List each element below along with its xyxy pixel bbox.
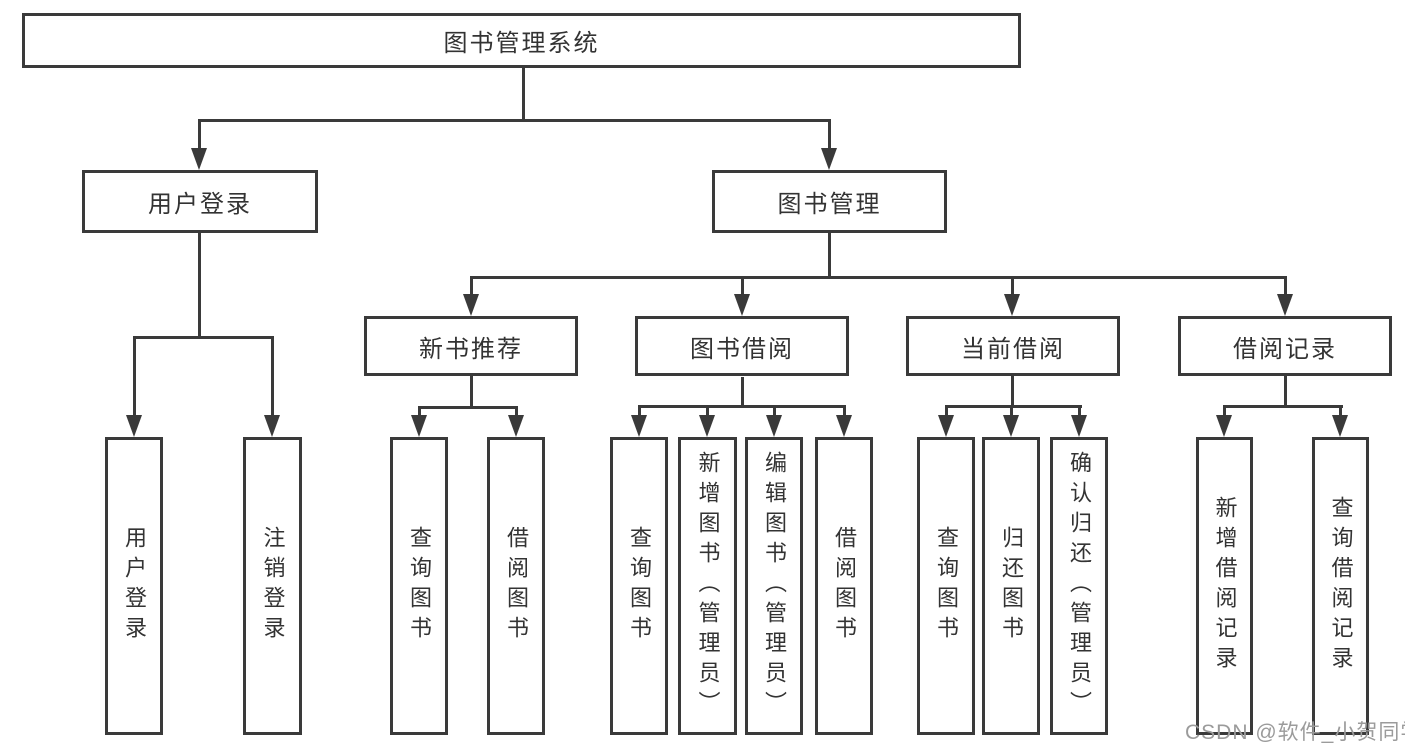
arrowhead <box>508 415 524 437</box>
connector <box>470 276 473 296</box>
arrowhead <box>191 148 207 170</box>
connector <box>945 405 1082 408</box>
connector <box>1284 276 1287 296</box>
leaf-current-return-books-label: 归还图书 <box>999 526 1024 646</box>
connector <box>1010 405 1013 417</box>
connector <box>470 376 473 408</box>
node-library-system: 图书管理系统 <box>22 13 1021 68</box>
node-new-book-recommend-label: 新书推荐 <box>419 335 523 363</box>
connector <box>741 276 744 296</box>
connector <box>828 233 831 278</box>
arrowhead <box>631 415 647 437</box>
node-book-borrowing-label: 图书借阅 <box>690 335 794 363</box>
node-current-borrowing: 当前借阅 <box>906 316 1120 376</box>
leaf-records-query-record-label: 查询借阅记录 <box>1328 496 1354 676</box>
connector <box>843 405 846 417</box>
connector <box>515 406 518 417</box>
leaf-borrow-query-books: 查询图书 <box>610 437 668 735</box>
arrowhead <box>1216 415 1232 437</box>
node-user-login-label: 用户登录 <box>148 191 252 218</box>
leaf-borrow-query-books-label: 查询图书 <box>627 526 652 646</box>
watermark: CSDN @软件_小贺同学 <box>1185 721 1405 744</box>
arrowhead <box>1004 294 1020 316</box>
connector <box>945 405 948 417</box>
arrowhead <box>1003 415 1019 437</box>
leaf-records-query-record: 查询借阅记录 <box>1312 437 1369 735</box>
arrowhead <box>836 415 852 437</box>
connector <box>133 336 136 416</box>
arrowhead <box>411 415 427 437</box>
connector <box>1011 276 1014 296</box>
leaf-borrow-edit-books-admin: 编辑图书（管理员） <box>745 437 803 735</box>
arrowhead <box>264 415 280 437</box>
connector <box>1223 405 1226 417</box>
connector <box>1011 376 1014 407</box>
arrowhead <box>821 148 837 170</box>
connector <box>522 68 525 120</box>
leaf-newbook-query-books: 查询图书 <box>390 437 448 735</box>
node-book-borrowing: 图书借阅 <box>635 316 849 376</box>
arrowhead <box>699 415 715 437</box>
leaf-current-query-books-label: 查询图书 <box>934 526 959 646</box>
leaf-borrow-add-books-admin-label: 新增图书（管理员） <box>695 451 721 721</box>
node-borrow-records-label: 借阅记录 <box>1233 335 1337 363</box>
connector <box>638 405 846 408</box>
arrowhead <box>1332 415 1348 437</box>
node-new-book-recommend: 新书推荐 <box>364 316 578 376</box>
leaf-borrow-borrow-books: 借阅图书 <box>815 437 873 735</box>
leaf-logout-label: 注销登录 <box>260 526 286 646</box>
connector <box>638 405 641 417</box>
node-library-system-label: 图书管理系统 <box>443 30 600 57</box>
connector <box>1223 405 1343 408</box>
connector <box>418 406 518 409</box>
arrowhead <box>938 415 954 437</box>
connector <box>198 233 201 338</box>
connector <box>828 119 831 149</box>
node-book-management: 图书管理 <box>712 170 947 233</box>
connector <box>1284 376 1287 407</box>
leaf-current-return-books: 归还图书 <box>982 437 1040 735</box>
leaf-current-confirm-return-admin-label: 确认归还（管理员） <box>1067 451 1092 721</box>
connector <box>1078 405 1081 417</box>
connector <box>1339 405 1342 417</box>
leaf-newbook-borrow-books: 借阅图书 <box>487 437 545 735</box>
leaf-logout: 注销登录 <box>243 437 302 735</box>
leaf-newbook-query-books-label: 查询图书 <box>407 526 432 646</box>
node-current-borrowing-label: 当前借阅 <box>961 335 1065 363</box>
arrowhead <box>766 415 782 437</box>
connector <box>773 405 776 417</box>
connector <box>271 336 274 416</box>
connector <box>741 377 744 408</box>
arrowhead <box>1071 415 1087 437</box>
leaf-borrow-add-books-admin: 新增图书（管理员） <box>678 437 737 735</box>
leaf-current-query-books: 查询图书 <box>917 437 975 735</box>
leaf-user-login: 用户登录 <box>105 437 163 735</box>
leaf-records-add-record: 新增借阅记录 <box>1196 437 1253 735</box>
node-user-login: 用户登录 <box>82 170 318 233</box>
connector <box>418 406 421 417</box>
arrowhead <box>126 415 142 437</box>
leaf-borrow-borrow-books-label: 借阅图书 <box>832 526 857 646</box>
connector <box>198 119 201 149</box>
leaf-user-login-label: 用户登录 <box>122 526 147 646</box>
connector <box>133 336 274 339</box>
arrowhead <box>463 294 479 316</box>
leaf-borrow-edit-books-admin-label: 编辑图书（管理员） <box>762 451 787 721</box>
connector <box>706 405 709 417</box>
node-borrow-records: 借阅记录 <box>1178 316 1392 376</box>
node-book-management-label: 图书管理 <box>777 191 882 218</box>
leaf-newbook-borrow-books-label: 借阅图书 <box>504 526 529 646</box>
arrowhead <box>1277 294 1293 316</box>
leaf-records-add-record-label: 新增借阅记录 <box>1212 496 1238 676</box>
leaf-current-confirm-return-admin: 确认归还（管理员） <box>1050 437 1108 735</box>
connector <box>198 119 831 122</box>
arrowhead <box>734 294 750 316</box>
connector <box>470 276 1286 279</box>
